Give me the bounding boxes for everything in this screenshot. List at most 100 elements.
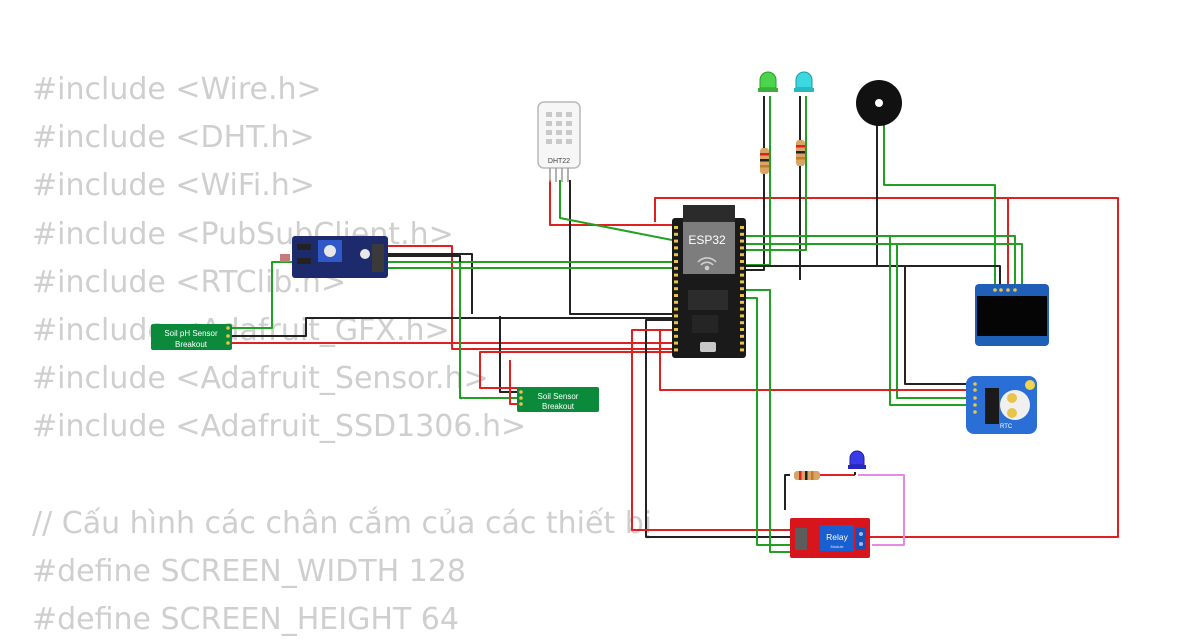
wire-ph-gnd bbox=[232, 317, 672, 337]
soil-sensor-subtitle: Breakout bbox=[542, 402, 575, 411]
esp32-pin bbox=[674, 321, 678, 325]
resistor-led2 bbox=[796, 140, 805, 166]
circuit-diagram: DHT22 ESP32 bbox=[151, 71, 1119, 558]
code-line: #include <Adafruit_SSD1306.h> bbox=[32, 409, 527, 445]
wire-ldr-gnd bbox=[388, 253, 473, 314]
code-line: #include <DHT.h> bbox=[32, 120, 315, 156]
wire-vcc-bus bbox=[654, 197, 1119, 538]
esp32-pin bbox=[674, 341, 678, 345]
oled-display[interactable] bbox=[975, 284, 1049, 346]
light-sensor-module[interactable] bbox=[280, 236, 388, 278]
wire-oled-sda bbox=[745, 235, 1016, 288]
resistor-relay-led bbox=[794, 471, 820, 480]
led-green[interactable] bbox=[758, 71, 778, 92]
esp32-pin bbox=[740, 321, 744, 325]
esp32-pin bbox=[740, 348, 744, 352]
esp32-pin bbox=[740, 232, 744, 236]
esp32-pin bbox=[674, 348, 678, 352]
esp32-pin bbox=[740, 294, 744, 297]
rtc-module[interactable]: RTC bbox=[966, 376, 1037, 434]
esp32-pin bbox=[674, 287, 678, 291]
wire-dht-vcc bbox=[549, 180, 672, 226]
code-line: #include <WiFi.h> bbox=[32, 168, 315, 204]
wire-relay-in bbox=[745, 297, 790, 546]
led-blue[interactable] bbox=[848, 450, 866, 469]
esp32-pin bbox=[674, 246, 678, 250]
esp32-pin bbox=[740, 253, 744, 257]
wire-led2-sig bbox=[745, 96, 807, 251]
esp32-pin bbox=[740, 300, 744, 304]
esp32-pin bbox=[740, 226, 744, 229]
dht22-sensor[interactable]: DHT22 bbox=[537, 101, 581, 182]
esp32-pin bbox=[674, 253, 678, 257]
wire-oled-scl bbox=[745, 243, 1023, 288]
esp32-pin bbox=[674, 239, 678, 243]
wire-relay-gnd bbox=[645, 319, 790, 538]
code-line: // Cấu hình các chân cắm của các thiết b… bbox=[32, 505, 653, 541]
soil-sensor-title: Soil Sensor bbox=[538, 392, 579, 401]
esp32-label: ESP32 bbox=[688, 233, 726, 247]
esp32-pin bbox=[740, 341, 744, 345]
esp32-pin bbox=[740, 328, 744, 331]
esp32-pin bbox=[674, 294, 678, 297]
led-cyan[interactable] bbox=[794, 71, 814, 92]
esp32-pin bbox=[674, 273, 678, 277]
esp32-pins-left bbox=[674, 226, 678, 352]
wire-led1-gnd bbox=[745, 96, 765, 271]
esp32-pin bbox=[740, 239, 744, 243]
esp32-pin bbox=[674, 266, 678, 270]
soil-sensor-breakout[interactable]: Soil Sensor Breakout bbox=[517, 387, 599, 412]
resistor-led1 bbox=[760, 148, 769, 174]
esp32-pin bbox=[674, 334, 678, 338]
esp32-pin bbox=[674, 314, 678, 318]
wire-relay-vcc bbox=[631, 329, 790, 531]
esp32-pin bbox=[674, 226, 678, 229]
relay-label: Relay bbox=[826, 532, 848, 542]
esp32-pin bbox=[740, 260, 744, 263]
esp32-pin bbox=[740, 287, 744, 291]
wifi-icon bbox=[697, 257, 717, 271]
buzzer[interactable] bbox=[856, 80, 902, 126]
wire-soil-gnd bbox=[499, 316, 520, 393]
soil-ph-breakout[interactable]: Soil pH Sensor Breakout bbox=[151, 324, 232, 350]
wire-soil-ao bbox=[459, 262, 520, 399]
rtc-label: RTC bbox=[1000, 424, 1013, 430]
dht22-label: DHT22 bbox=[548, 158, 570, 165]
wire-ph-ao bbox=[232, 261, 292, 329]
wire-ldr-vcc bbox=[388, 245, 672, 350]
esp32-board[interactable]: ESP32 bbox=[672, 205, 746, 358]
relay-module[interactable]: Relay Module bbox=[790, 518, 870, 558]
code-line: #include <Wire.h> bbox=[32, 72, 322, 107]
esp32-pin bbox=[740, 280, 744, 284]
esp32-pin bbox=[740, 314, 744, 318]
esp32-pin bbox=[740, 307, 744, 311]
wire-buzzer-sig bbox=[883, 124, 996, 288]
wire-rtc-sda bbox=[889, 236, 975, 406]
esp32-pin bbox=[674, 300, 678, 304]
esp32-pin bbox=[674, 280, 678, 284]
esp32-pin bbox=[674, 307, 678, 311]
wire-dht-gnd bbox=[569, 180, 672, 315]
esp32-pin bbox=[740, 246, 744, 250]
wire-rtc-scl bbox=[896, 244, 975, 399]
code-line: #define SCREEN_WIDTH 128 bbox=[32, 553, 467, 589]
esp32-pin bbox=[674, 260, 678, 263]
relay-sublabel: Module bbox=[830, 544, 844, 549]
wire-ldr-wire bbox=[388, 255, 461, 350]
wire-soil-vcc1 bbox=[479, 351, 672, 389]
esp32-pin bbox=[740, 273, 744, 277]
esp32-pin bbox=[674, 232, 678, 236]
code-line: #include <RTClib.h> bbox=[32, 264, 347, 300]
code-line: #include <Adafruit_Sensor.h> bbox=[32, 361, 489, 397]
esp32-pins-right bbox=[740, 226, 744, 352]
wire-rtc-gnd bbox=[820, 265, 975, 385]
wire-oled-gnd bbox=[745, 265, 1001, 288]
wire-relay-extra bbox=[745, 289, 790, 553]
esp32-pin bbox=[740, 334, 744, 338]
wire-relay-led-gnd bbox=[784, 474, 790, 510]
esp32-pin bbox=[674, 328, 678, 331]
wire-dht-data bbox=[559, 180, 673, 241]
wire-soil-vcc2 bbox=[509, 360, 520, 405]
soil-ph-subtitle: Breakout bbox=[175, 340, 208, 349]
soil-ph-title: Soil pH Sensor bbox=[164, 329, 218, 338]
